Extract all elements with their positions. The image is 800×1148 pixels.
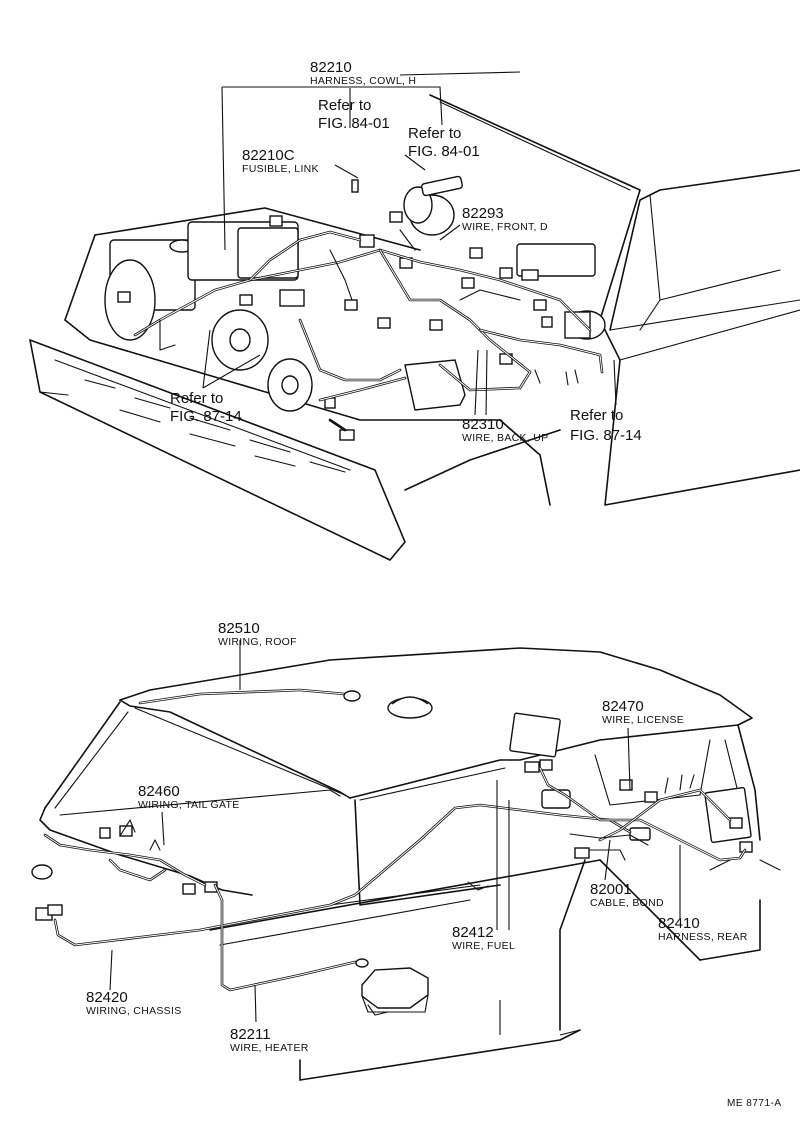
- part-name-wire-back-up: WIRE, BACK, UP: [462, 432, 548, 444]
- top-view-leaders: [202, 71, 617, 416]
- part-name-fusible-link: FUSIBLE, LINK: [242, 163, 319, 175]
- part-number-82310: 82310: [462, 416, 504, 433]
- reference-fig-87-14-b: Refer to FIG. 87-14: [570, 407, 642, 444]
- part-number-82470: 82470: [602, 698, 644, 715]
- part-name-harness-rear: HARNESS, REAR: [658, 931, 748, 943]
- callout-82510: 82510 WIRING, ROOF: [218, 620, 297, 648]
- reference-line1: Refer to: [408, 125, 461, 142]
- part-name-wiring-tail-gate: WIRING, TAIL GATE: [138, 799, 240, 811]
- part-name-wire-license: WIRE, LICENSE: [602, 714, 684, 726]
- part-number-82410: 82410: [658, 915, 700, 932]
- reference-fig-87-14-a: Refer to FIG. 87-14: [170, 390, 242, 425]
- part-name-wire-heater: WIRE, HEATER: [230, 1042, 309, 1054]
- part-name-wire-front: WIRE, FRONT, D: [462, 221, 548, 233]
- part-number-82211: 82211: [230, 1026, 271, 1043]
- figure-code: ME 8771-A: [727, 1098, 782, 1109]
- callout-82412: 82412 WIRE, FUEL: [452, 924, 515, 952]
- reference-line1: Refer to: [570, 407, 623, 424]
- reference-fig-84-01-b: Refer to FIG. 84-01: [408, 125, 480, 160]
- part-number-82412: 82412: [452, 924, 494, 941]
- rear-body-illustration: [31, 647, 781, 1081]
- callout-82310: 82310 WIRE, BACK, UP: [462, 416, 548, 444]
- callout-82460: 82460 WIRING, TAIL GATE: [138, 783, 240, 811]
- part-number-82001: 82001: [590, 881, 632, 898]
- part-number-82293: 82293: [462, 205, 504, 222]
- part-number-82210c: 82210C: [242, 147, 295, 164]
- part-name-wiring-chassis: WIRING, CHASSIS: [86, 1005, 182, 1017]
- reference-fig-84-01-a: Refer to FIG. 84-01: [318, 97, 390, 132]
- callout-82211: 82211 WIRE, HEATER: [230, 1026, 309, 1054]
- reference-line2: FIG. 84-01: [318, 115, 390, 132]
- part-name-harness-cowl: HARNESS, COWL, H: [310, 75, 416, 87]
- callout-82470: 82470 WIRE, LICENSE: [602, 698, 684, 726]
- part-name-cable-bond: CABLE, BOND: [590, 897, 664, 909]
- bottom-view-leaders: [109, 640, 681, 1036]
- engine-compartment-illustration: [29, 94, 800, 561]
- part-number-82460: 82460: [138, 783, 180, 800]
- part-name-wire-fuel: WIRE, FUEL: [452, 940, 515, 952]
- reference-line2: FIG. 84-01: [408, 143, 480, 160]
- part-number-82210: 82210: [310, 59, 352, 76]
- callout-82293: 82293 WIRE, FRONT, D: [462, 205, 548, 233]
- reference-line2: FIG. 87-14: [170, 408, 242, 425]
- reference-line1: Refer to: [170, 390, 223, 407]
- callout-82210c: 82210C FUSIBLE, LINK: [242, 147, 319, 175]
- callout-82410: 82410 HARNESS, REAR: [658, 915, 748, 943]
- callout-82001: 82001 CABLE, BOND: [590, 881, 664, 909]
- part-number-82420: 82420: [86, 989, 128, 1006]
- callout-82210: 82210 HARNESS, COWL, H: [310, 59, 416, 87]
- part-name-wiring-roof: WIRING, ROOF: [218, 636, 297, 648]
- callout-82420: 82420 WIRING, CHASSIS: [86, 989, 182, 1017]
- part-number-82510: 82510: [218, 620, 260, 637]
- reference-line2: FIG. 87-14: [570, 427, 642, 444]
- reference-line1: Refer to: [318, 97, 371, 114]
